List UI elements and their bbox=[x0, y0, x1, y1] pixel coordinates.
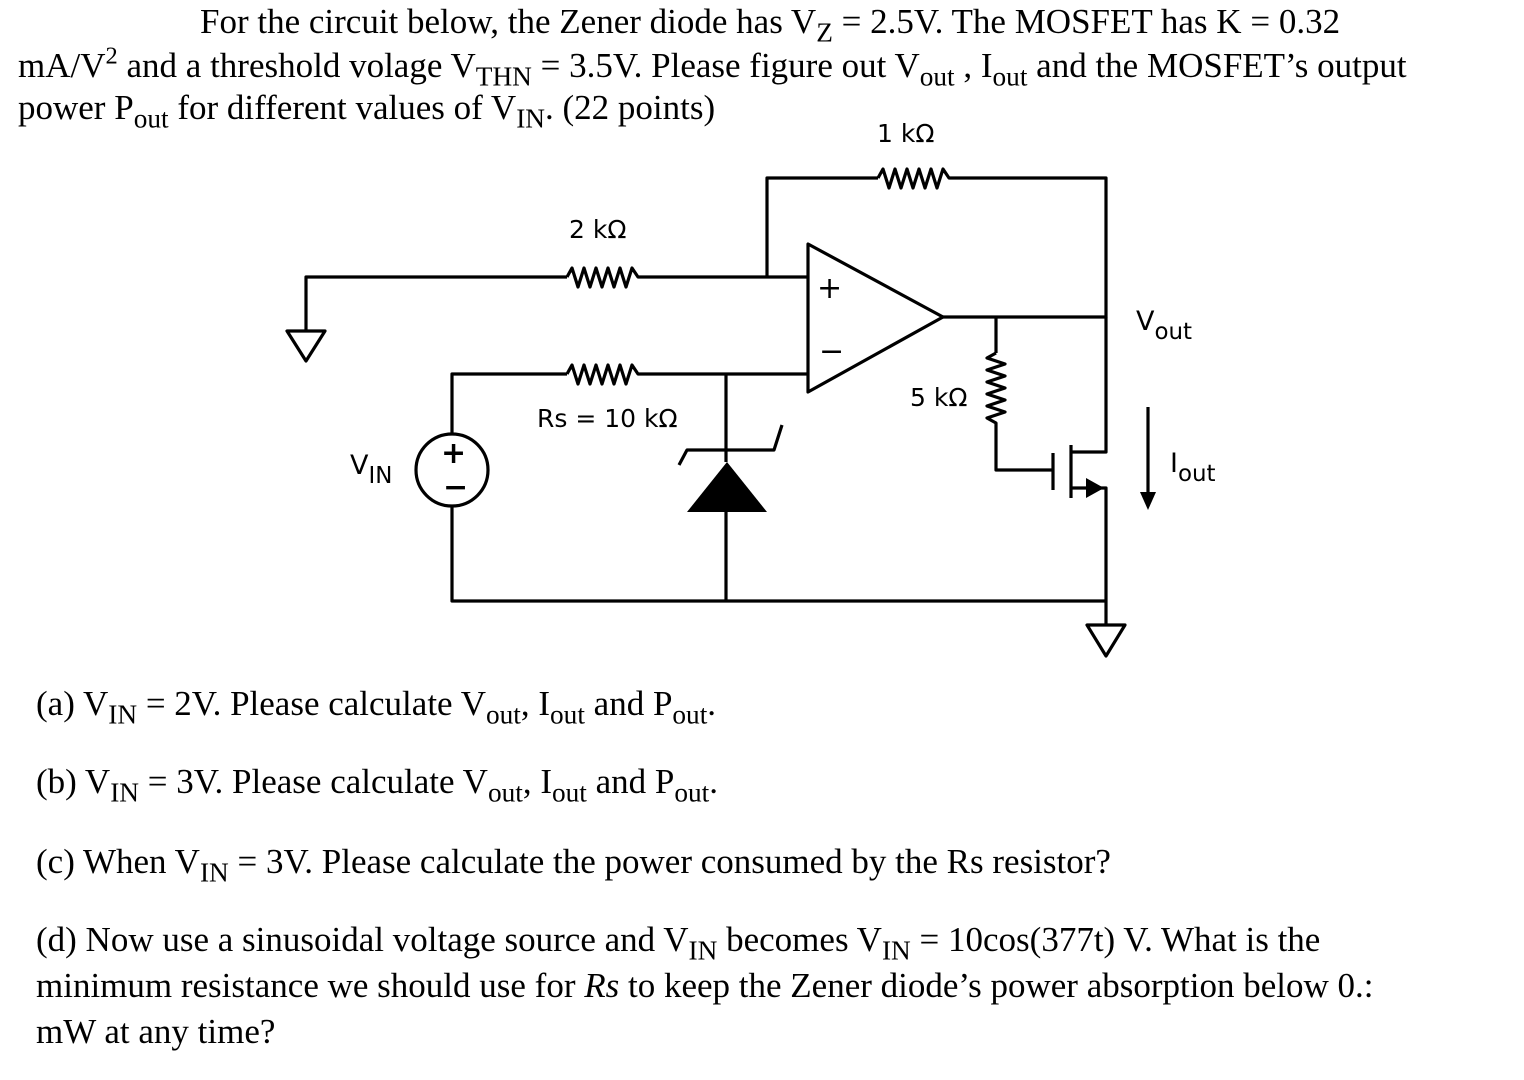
label-r-gate: 5 kΩ bbox=[910, 383, 968, 412]
resistor-1k bbox=[876, 167, 960, 190]
iout-arrow-head bbox=[1140, 492, 1156, 510]
wire-source-to-bus bbox=[450, 506, 1106, 603]
question-d-line-2: minimum resistance we should use for Rs … bbox=[36, 966, 1374, 1005]
label-r-feedback: 1 kΩ bbox=[877, 119, 935, 148]
wire-feedback-to-vout bbox=[940, 176, 1108, 319]
wire-5k-to-gate bbox=[994, 432, 1053, 472]
ground-symbol-left bbox=[285, 329, 327, 363]
source-plus-sign: + bbox=[441, 436, 467, 471]
ground-symbol-right bbox=[1085, 623, 1127, 658]
mosfet-arrow bbox=[1086, 478, 1104, 498]
label-iout: Iout bbox=[1170, 448, 1216, 488]
source-minus-sign: − bbox=[443, 470, 469, 505]
zener-bar bbox=[677, 424, 784, 466]
resistor-5k bbox=[985, 351, 1007, 432]
label-vin: VIN bbox=[350, 450, 393, 490]
question-c: (c) When VIN = 3V. Please calculate the … bbox=[36, 842, 1111, 888]
mosfet-drain bbox=[1071, 317, 1108, 454]
question-b: (b) VIN = 3V. Please calculate Vout, Iou… bbox=[36, 762, 719, 808]
label-r-s: Rs = 10 kΩ bbox=[537, 404, 678, 433]
resistor-2k bbox=[565, 266, 648, 289]
question-d-line-1: (d) Now use a sinusoidal voltage source … bbox=[36, 920, 1321, 966]
opamp-minus-sign: − bbox=[819, 334, 845, 369]
mosfet-source bbox=[1071, 486, 1108, 625]
question-d-line-3: mW at any time? bbox=[36, 1012, 276, 1051]
wire-ground-to-2k bbox=[304, 275, 567, 331]
zener-triangle bbox=[687, 462, 767, 512]
opamp bbox=[806, 242, 945, 394]
problem-line-1: For the circuit below, the Zener diode h… bbox=[200, 2, 1341, 48]
wire-source-to-rs bbox=[450, 372, 567, 434]
opamp-plus-sign: + bbox=[817, 271, 843, 306]
label-vout: Vout bbox=[1136, 306, 1193, 346]
question-a: (a) VIN = 2V. Please calculate Vout, Iou… bbox=[36, 684, 717, 730]
problem-line-2: mA/V2 and a threshold volage VTHN = 3.5V… bbox=[18, 42, 1407, 92]
resistor-rs bbox=[565, 363, 650, 386]
circuit-diagram bbox=[285, 167, 1156, 658]
wire-feedback-vertical bbox=[765, 176, 878, 277]
label-r-input: 2 kΩ bbox=[569, 215, 627, 244]
problem-line-3: power Pout for different values of VIN. … bbox=[18, 88, 716, 134]
